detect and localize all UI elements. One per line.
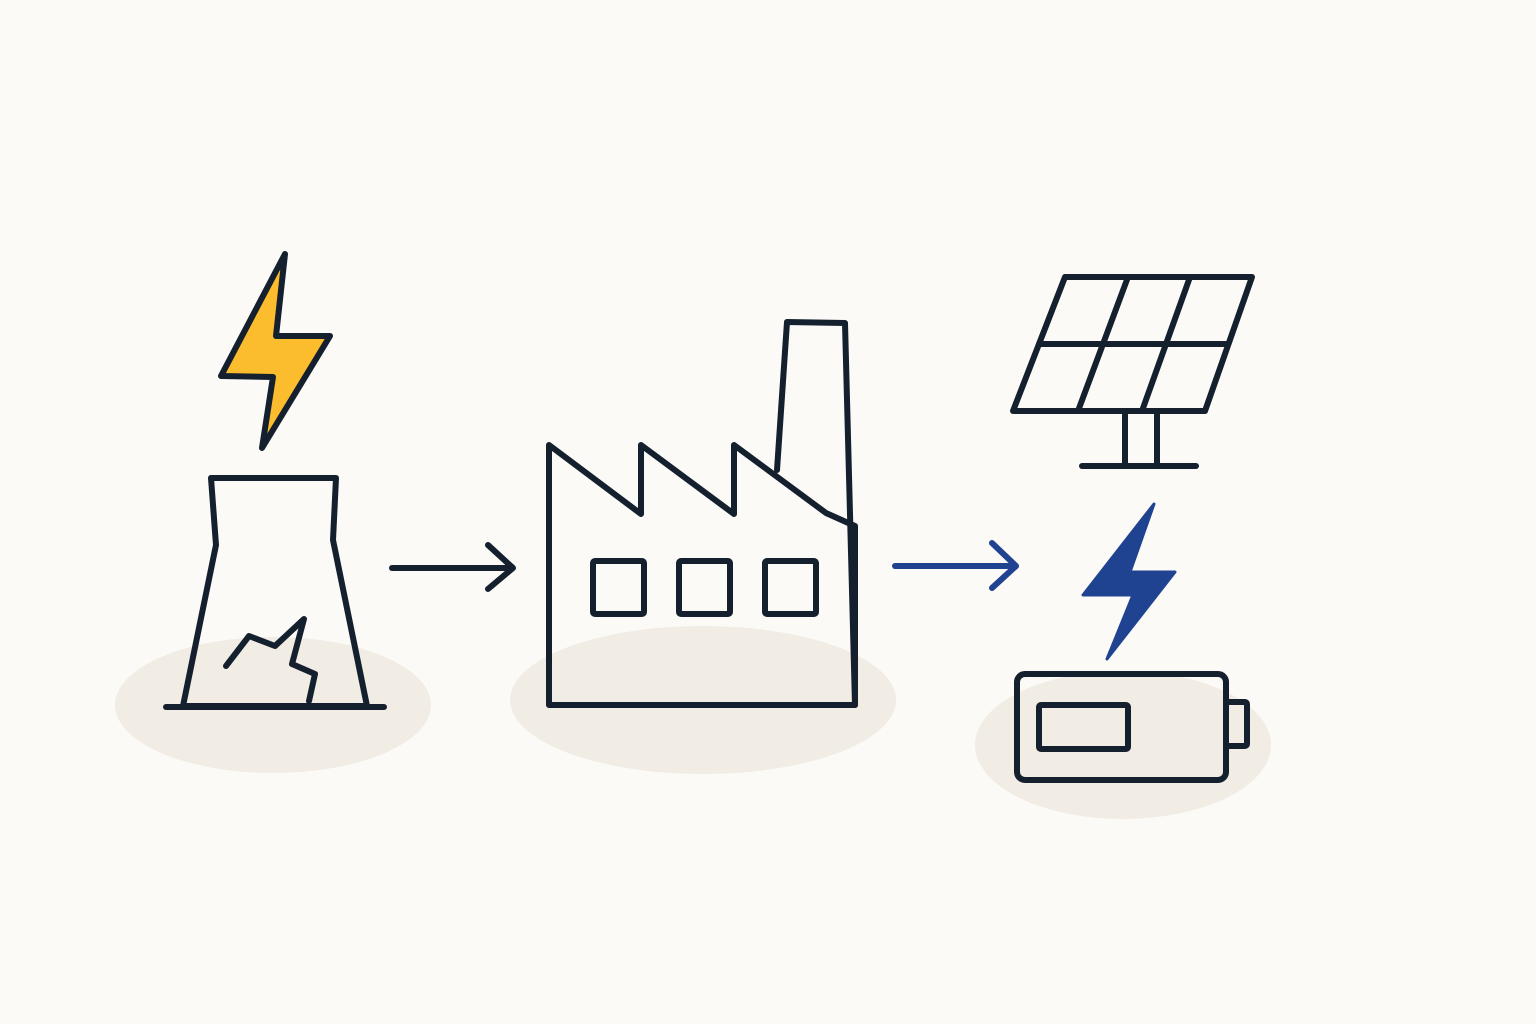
battery-icon xyxy=(1014,671,1250,783)
stage-cooling-tower xyxy=(115,251,431,773)
factory-icon xyxy=(546,319,858,708)
lightning-bolt-icon xyxy=(1081,502,1177,661)
lightning-bolt-icon xyxy=(218,251,333,451)
factory-window xyxy=(762,558,819,617)
battery-charge-level xyxy=(1036,702,1131,752)
factory-shadow xyxy=(510,626,896,774)
factory-window xyxy=(676,558,733,617)
cooling-tower-icon xyxy=(163,475,387,710)
stage-clean-energy xyxy=(975,274,1271,819)
factory-window xyxy=(590,558,647,617)
arrow-right-icon xyxy=(892,540,1019,591)
battery-terminal xyxy=(1223,699,1250,749)
factory-chimney xyxy=(774,319,858,708)
factory-building xyxy=(546,442,858,708)
arrow-right-icon xyxy=(389,542,516,592)
stage-factory xyxy=(510,319,896,774)
solar-panel-icon xyxy=(1010,274,1255,469)
crack-line xyxy=(223,616,318,704)
